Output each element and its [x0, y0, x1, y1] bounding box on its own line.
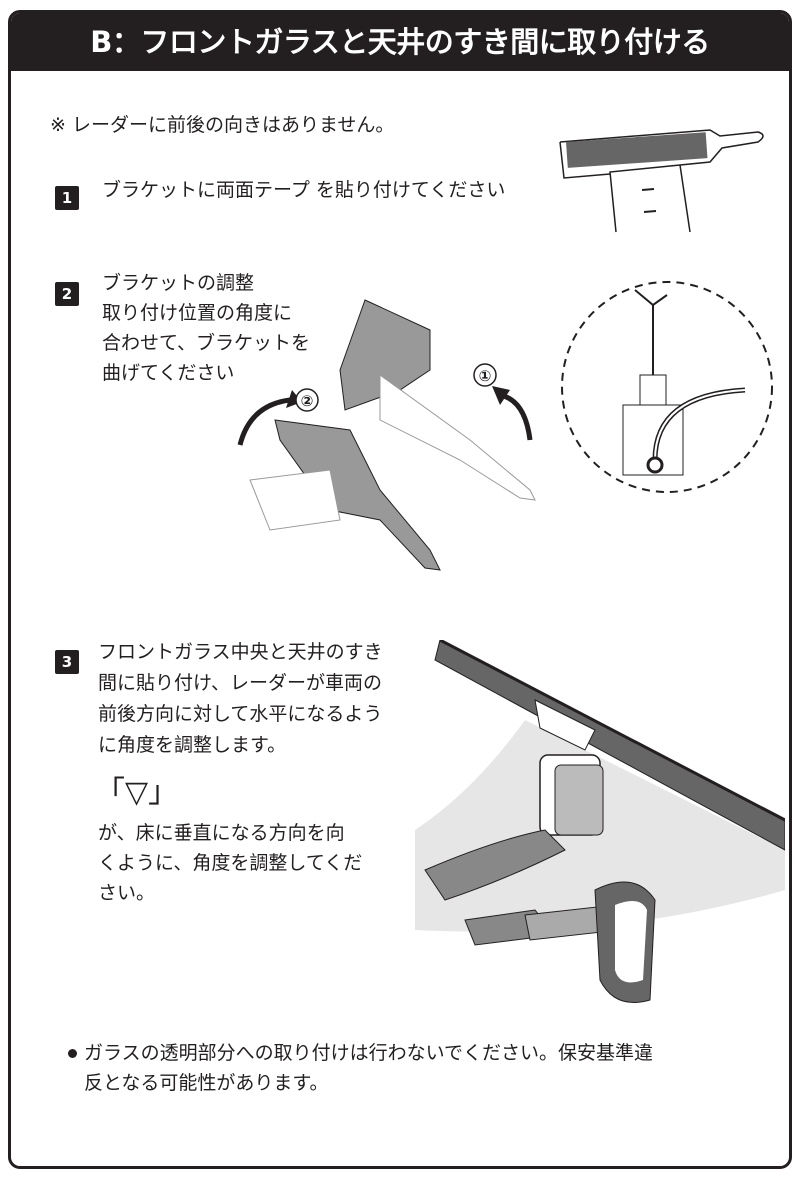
bracket-detail-circle-illustration [561, 281, 773, 493]
step-3-badge: 3 [55, 650, 79, 674]
step-2-line: 曲げてください [102, 362, 235, 384]
step-2-line: ブラケットの調整 [102, 272, 255, 294]
step-3-sub-line: くように、角度を調整してくだ [98, 852, 363, 874]
bracket-tape-illustration [559, 129, 764, 233]
step-2-line: 取り付け位置の角度に [102, 302, 293, 324]
step-3-line: 前後方向に対して水平になるよう [98, 703, 383, 725]
orientation-note: ※ レーダーに前後の向きはありません。 [50, 114, 395, 136]
step-3-sub-line: が、床に垂直になる方向を向 [98, 822, 345, 844]
step-2-line: 合わせて、ブラケットを [102, 332, 311, 354]
step-3-sub-line: さい。 [98, 882, 156, 904]
step-3-line: に角度を調整します。 [98, 734, 287, 756]
warning-line: ガラスの透明部分への取り付けは行わないでください。保安基準違 [84, 1042, 654, 1064]
instruction-panel: B：フロントガラスと天井のすき間に取り付ける [8, 10, 792, 1169]
warning-line: 反となる可能性があります。 [84, 1072, 329, 1094]
step-3-line: フロントガラス中央と天井のすき [98, 641, 383, 663]
windshield-mount-illustration [415, 640, 785, 1003]
step-1-text: ブラケットに両面テープ を貼り付けてください [102, 179, 506, 201]
bracket-bending-illustration: ② ① [237, 299, 536, 571]
marker-2: ② [301, 392, 314, 410]
marker-1: ① [479, 367, 492, 385]
page-title: B：フロントガラスと天井のすき間に取り付ける [11, 13, 789, 71]
step-1-badge: 1 [55, 186, 79, 210]
step-3-line: 間に貼り付け、レーダーが車両の [98, 672, 383, 694]
step-2-badge: 2 [55, 282, 79, 306]
bullet-icon [68, 1049, 77, 1058]
triangle-mark-symbol: 「▽」 [95, 775, 179, 810]
